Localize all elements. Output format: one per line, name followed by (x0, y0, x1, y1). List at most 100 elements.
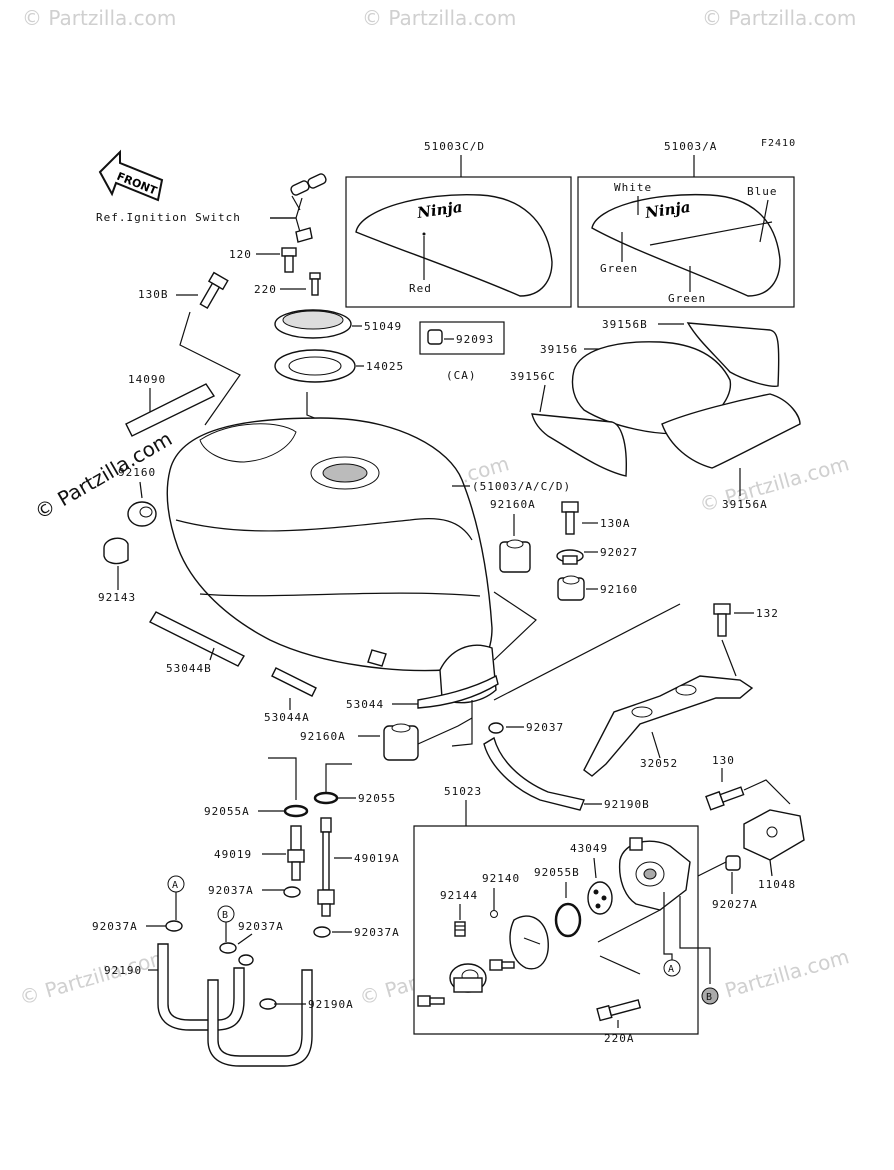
key-icon (290, 173, 327, 211)
callout-b-right-label: B (706, 992, 713, 1003)
cap-note: (CA) (446, 369, 477, 382)
ref-ignition-switch-label: Ref.Ignition Switch (96, 211, 241, 224)
clamp-92037a-mid-icon (219, 942, 237, 954)
label-132: 132 (756, 607, 779, 620)
label-130a: 130A (600, 517, 631, 530)
label-220a: 220A (604, 1032, 635, 1045)
callout-b-right (701, 987, 719, 1005)
label-92037a-mid: 92037A (238, 920, 284, 933)
label-92055a: 92055A (204, 805, 250, 818)
label-92190a: 92190A (308, 998, 354, 1011)
key-cylinder-icon (295, 227, 313, 243)
color-red: Red (409, 282, 432, 295)
diaphragm-plate-icon (509, 915, 549, 970)
color-green-1: Green (600, 262, 638, 275)
label-32052: 32052 (640, 757, 678, 770)
cap-gasket-14025-icon (274, 349, 356, 383)
collar-92027a-icon (725, 855, 741, 871)
bracket-32052-icon (583, 675, 754, 777)
decal-51003cd-icon: Ninja (355, 193, 553, 297)
oring-92055a-icon (283, 804, 309, 818)
label-43049: 43049 (570, 842, 608, 855)
watermark-top-right: © Partzilla.com (702, 6, 856, 30)
label-220: 220 (254, 283, 277, 296)
label-39156c: 39156C (510, 370, 556, 383)
label-92190b: 92190B (604, 798, 650, 811)
label-92143: 92143 (98, 591, 136, 604)
callout-a-left-label: A (172, 880, 179, 891)
grommet-92143-icon (103, 537, 129, 565)
front-arrow-icon: FRONT (98, 149, 164, 202)
label-130: 130 (712, 754, 735, 767)
label-49019: 49019 (214, 848, 252, 861)
clamp-92037-icon (488, 722, 504, 734)
clamp-92037a-upper-icon (283, 886, 301, 898)
label-92093: 92093 (456, 333, 494, 346)
clamp-92037a-right-icon (313, 926, 331, 938)
pad-39156c-icon (531, 413, 628, 477)
label-92055: 92055 (358, 792, 396, 805)
label-92160-left: 92160 (118, 466, 156, 479)
label-92037a-upper: 92037A (208, 884, 254, 897)
label-39156a: 39156A (722, 498, 768, 511)
damper-92160-left-icon (127, 501, 157, 527)
label-92055b: 92055B (534, 866, 580, 879)
label-51003acd: (51003/A/C/D) (472, 480, 571, 493)
label-14090: 14090 (128, 373, 166, 386)
label-14025: 14025 (366, 360, 404, 373)
nut-92093-icon (427, 329, 443, 345)
label-51049: 51049 (364, 320, 402, 333)
decal-51003a-icon: Ninja (591, 193, 781, 297)
diagram-code: F2410 (761, 138, 796, 149)
label-92027a: 92027A (712, 898, 758, 911)
label-92160-right: 92160 (600, 583, 638, 596)
hose-53044-icon (417, 674, 499, 709)
callout-a-right (663, 959, 681, 977)
label-39156: 39156 (540, 343, 578, 356)
label-92190: 92190 (104, 964, 142, 977)
collar-92027-icon (556, 549, 584, 565)
damper-92160a-mid-icon (383, 723, 419, 761)
color-green-2: Green (668, 292, 706, 305)
label-92160a-top: 92160A (490, 498, 536, 511)
damper-92160-right-icon (557, 575, 585, 601)
label-51003a: 51003/A (664, 140, 717, 153)
label-11048: 11048 (758, 878, 796, 891)
spring-92144-icon (454, 921, 466, 937)
color-blue: Blue (747, 185, 778, 198)
label-92027: 92027 (600, 546, 638, 559)
label-92037: 92037 (526, 721, 564, 734)
pipe-49019a-icon (317, 817, 335, 917)
label-92037a-left: 92037A (92, 920, 138, 933)
pad-39156a-icon (661, 393, 801, 469)
ball-92140-icon (490, 910, 498, 918)
label-130b: 130B (138, 288, 169, 301)
screw-220-icon (309, 272, 321, 296)
label-53044: 53044 (346, 698, 384, 711)
bolt-132-icon (713, 603, 731, 637)
fuel-cap-51049-icon (274, 309, 352, 339)
oring-92055b-icon (554, 902, 582, 938)
watermark-bottom-left: © Partzilla.com (17, 944, 172, 1010)
gasket-43049-icon (587, 881, 613, 915)
watermark-top-center: © Partzilla.com (362, 6, 516, 30)
strip-14090-icon (125, 383, 216, 437)
hose-53044a-icon (271, 667, 317, 697)
label-120: 120 (229, 248, 252, 261)
pad-39156-icon (571, 341, 731, 435)
clamp-hose-icon (259, 998, 277, 1010)
hose-53044b-icon (149, 611, 245, 667)
label-53044a: 53044A (264, 711, 310, 724)
label-53044b: 53044B (166, 662, 212, 675)
label-39156b: 39156B (602, 318, 648, 331)
lever-knob-icon (449, 963, 487, 993)
callout-a-right-label: A (668, 964, 675, 975)
plate-11048-icon (743, 809, 805, 861)
clamp-extra-icon (238, 954, 254, 966)
hose-92190a-icon (207, 969, 313, 1067)
watermark-top-left: © Partzilla.com (22, 6, 176, 30)
clamp-92037a-left-icon (165, 920, 183, 932)
fuel-tap-body-icon (618, 837, 691, 911)
pipe-49019-icon (287, 825, 305, 881)
